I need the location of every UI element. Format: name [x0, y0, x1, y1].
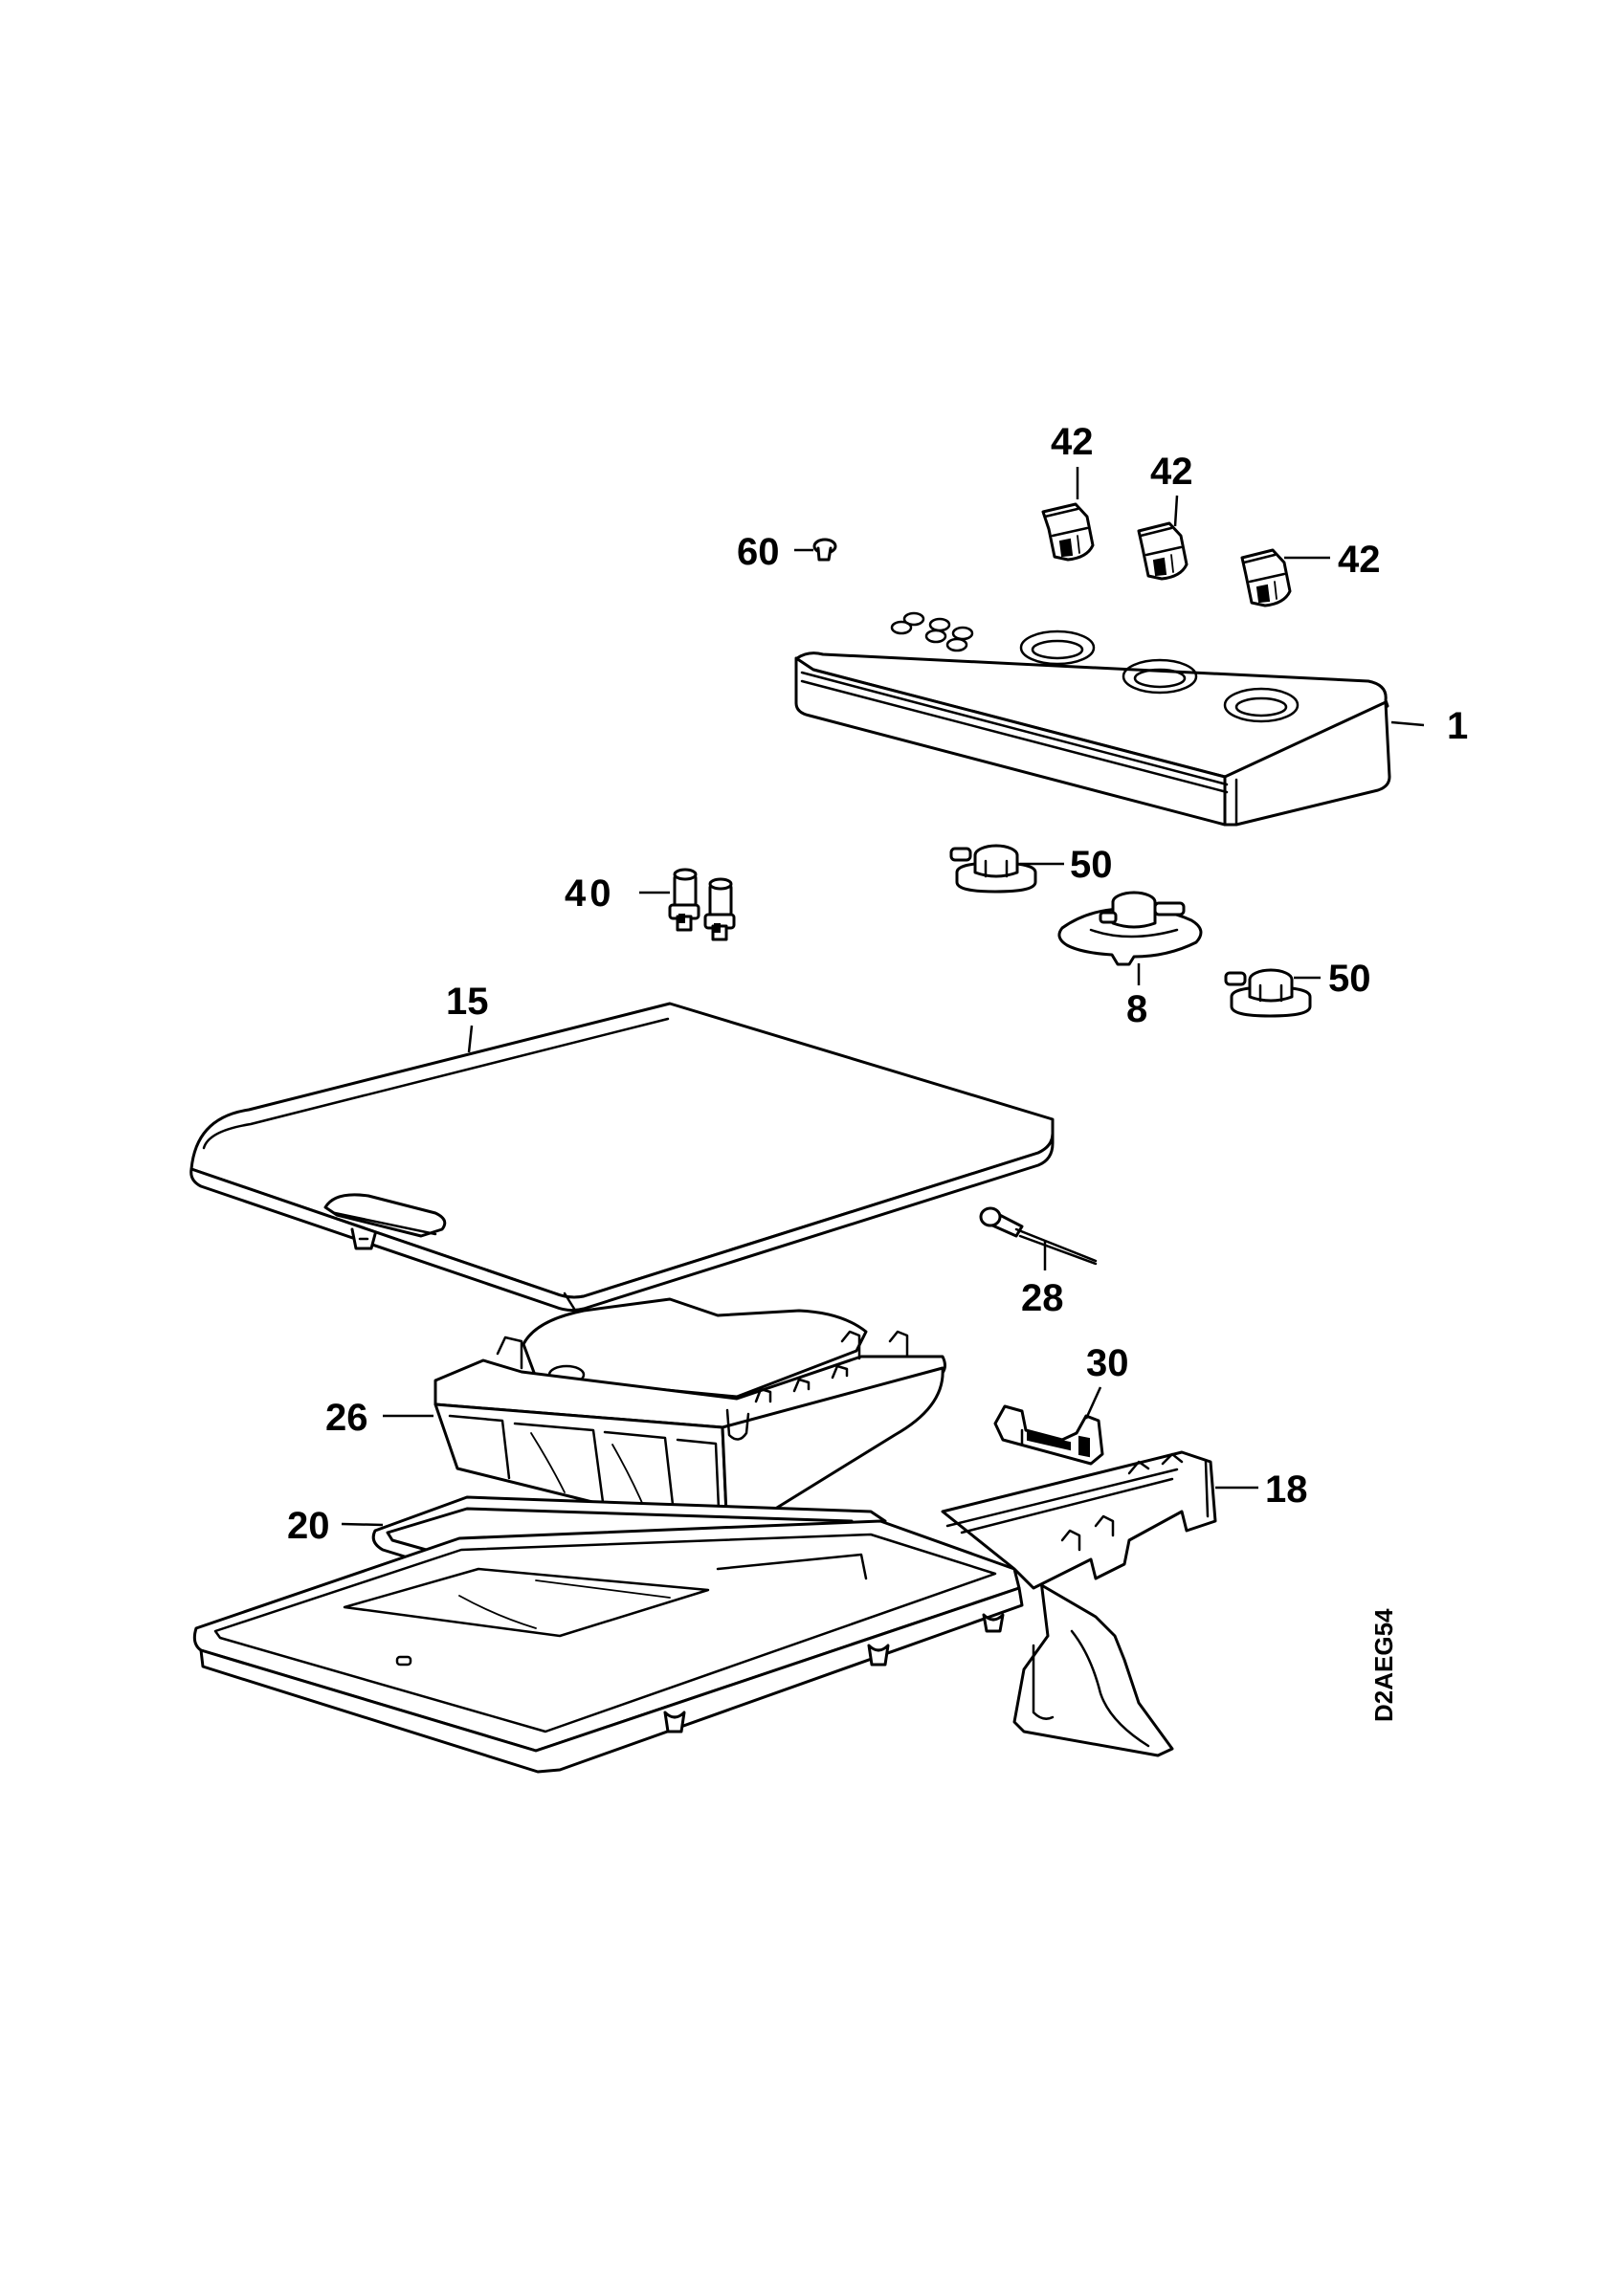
callout-26: 26 [325, 1397, 368, 1439]
callout-20: 20 [287, 1505, 330, 1547]
callout-42-right: 42 [1338, 539, 1381, 581]
leader-lines [341, 467, 1425, 1527]
valve-connector-part [1224, 968, 1312, 1018]
callout-50-lower: 50 [1328, 958, 1371, 1000]
control-panel-part [794, 611, 1391, 827]
callout-50-upper: 50 [1070, 844, 1113, 886]
control-knob-part [1137, 521, 1189, 581]
rod-part [979, 1206, 1098, 1266]
distributor-plate-part [1057, 891, 1203, 966]
callout-1: 1 [1447, 705, 1468, 747]
indicator-lamp-part [668, 868, 736, 941]
valve-connector-part [949, 844, 1037, 894]
lid-part [189, 1002, 1055, 1313]
callout-30: 30 [1086, 1342, 1129, 1384]
callout-42-middle: 42 [1150, 451, 1193, 493]
control-knob-part [1041, 502, 1095, 562]
callout-60: 60 [737, 531, 780, 573]
control-knob-part [1240, 548, 1292, 607]
callout-40: 40 [565, 872, 615, 915]
callout-18: 18 [1265, 1468, 1308, 1511]
top-plate-part [192, 1450, 1217, 1774]
callout-28: 28 [1021, 1277, 1064, 1319]
latch-part [993, 1404, 1104, 1466]
callout-labels: 1 8 15 18 20 26 28 30 40 42 42 42 50 50 … [287, 421, 1468, 1722]
pin-part [812, 538, 837, 562]
callout-15: 15 [446, 981, 489, 1023]
callout-8: 8 [1126, 988, 1147, 1030]
callout-42-left: 42 [1051, 421, 1094, 463]
drawing-code: D2AEG54 [1369, 1608, 1398, 1722]
